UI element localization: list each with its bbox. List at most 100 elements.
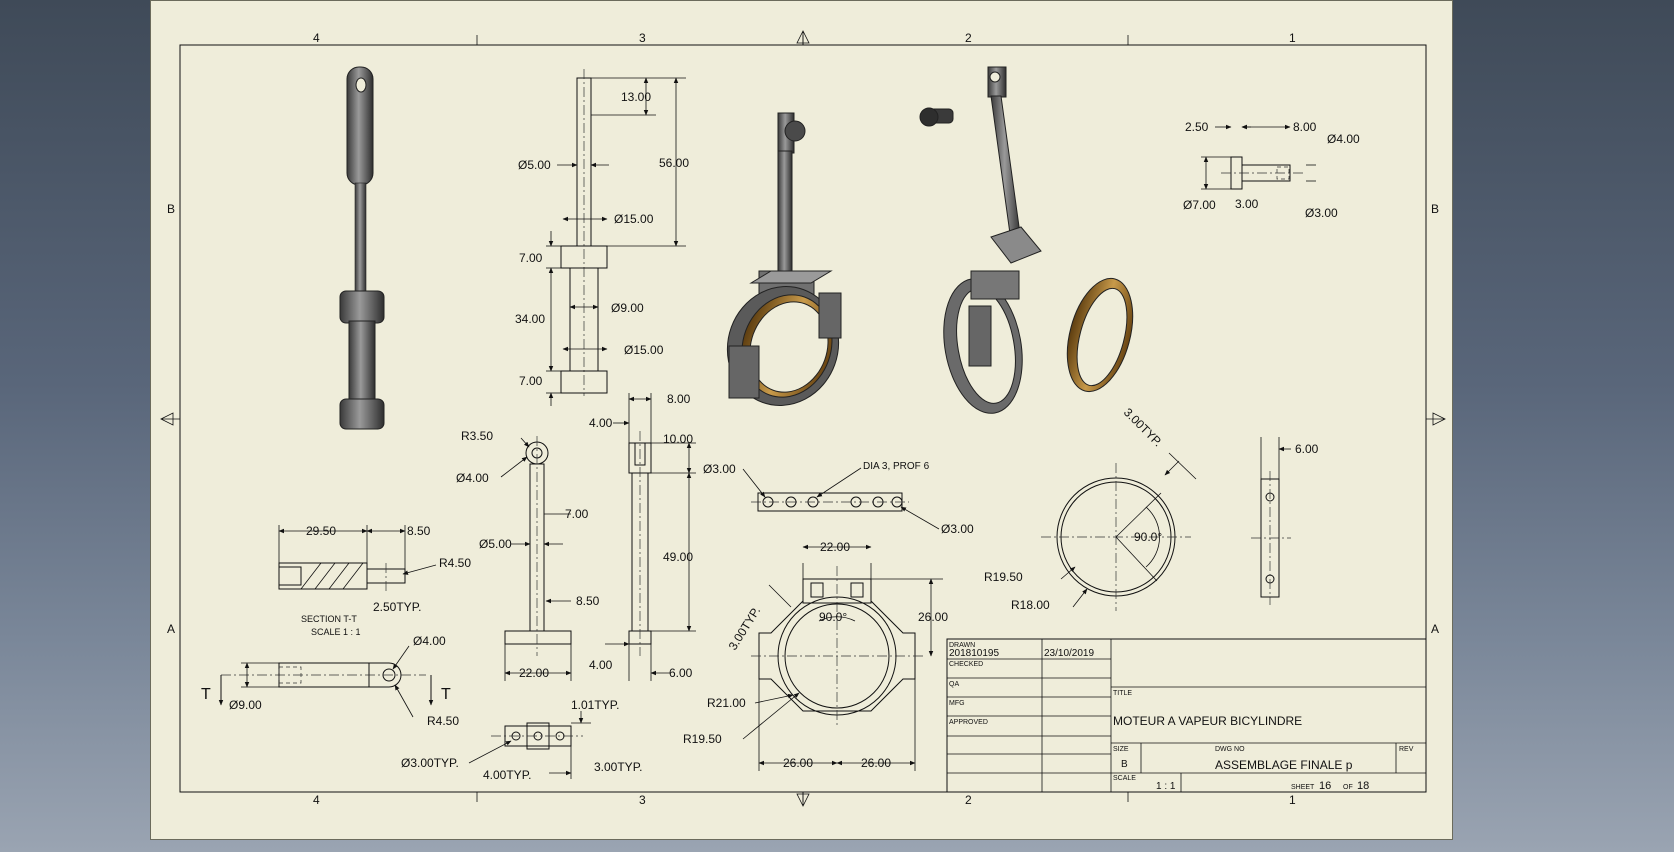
- section-tt-view: 29.50 8.50 R4.50 2.50TYP. SECTION T-T SC…: [278, 524, 471, 637]
- dim-fork-1000: 10.00: [663, 432, 693, 446]
- big-ring-view: 22.00 3.00TYP. 90.0° 26.00 R21.00 R19.50…: [683, 540, 948, 771]
- cut-label-left: T: [201, 686, 211, 703]
- dim-arm-850: 8.50: [576, 594, 600, 608]
- dim-strip-d3b: Ø3.00: [941, 522, 974, 536]
- tb-drawn-label: DRAWN: [949, 642, 975, 649]
- dim-bot-d400: Ø4.00: [413, 634, 446, 648]
- dim-big-r1950: R19.50: [683, 732, 722, 746]
- drawing-sheet: 4 3 2 1 4 3 2 1 B A B A: [150, 0, 1453, 840]
- dim-sec-2950: 29.50: [306, 524, 336, 538]
- zone-bot-2: 2: [965, 793, 972, 807]
- exploded-assembly-3d: [919, 66, 1134, 414]
- dim-sec-250typ: 2.50TYP.: [373, 600, 421, 614]
- dim-arm-r350: R3.50: [461, 429, 493, 443]
- strip-view: Ø3.00 DIA 3, PROF 6 Ø3.00: [703, 461, 974, 536]
- dim-ring-300typ: 3.00TYP.: [1121, 405, 1165, 449]
- technical-drawing: 4 3 2 1 4 3 2 1 B A B A: [160, 30, 1446, 807]
- dim-ring-r1950: R19.50: [984, 570, 1023, 584]
- centering-marks: [160, 30, 1446, 807]
- part-with-section-cut: T T Ø4.00 Ø9.00 R4.50: [201, 634, 459, 728]
- zone-top-3: 3: [639, 31, 646, 45]
- dim-arm-700: 7.00: [565, 507, 589, 521]
- dim-rs-600: 6.00: [1295, 442, 1319, 456]
- dim-rod-56: 56.00: [659, 156, 689, 170]
- tb-rev-label: REV: [1399, 746, 1414, 753]
- dim-big-2200: 22.00: [820, 540, 850, 554]
- dim-strip-dia: DIA 3, PROF 6: [863, 461, 930, 472]
- dim-rod-d9: Ø9.00: [611, 301, 644, 315]
- fork-view: 4.00 8.00 10.00 49.00 4.00 6.00: [589, 392, 696, 681]
- zone-labels: 4 3 2 1 4 3 2 1 B A B A: [167, 31, 1439, 807]
- dim-big-2600v: 26.00: [918, 610, 948, 624]
- dim-sec-r450: R4.50: [439, 556, 471, 570]
- tb-of-word: OF: [1343, 784, 1353, 791]
- dim-pin-300: 3.00: [1235, 197, 1259, 211]
- dim-big-2600a: 26.00: [783, 756, 813, 770]
- zone-top-2: 2: [965, 31, 972, 45]
- dim-fork-800: 8.00: [667, 392, 691, 406]
- dim-big-90: 90.0°: [819, 610, 847, 624]
- tb-drawn-date: 23/10/2019: [1044, 648, 1094, 659]
- tb-title: MOTEUR A VAPEUR BICYLINDRE: [1113, 714, 1302, 728]
- title-block: DRAWN 201810195 23/10/2019 CHECKED QA MF…: [946, 638, 1427, 793]
- dim-blk-d300: Ø3.00TYP.: [401, 756, 459, 770]
- tb-sheet-word: SHEET: [1291, 784, 1315, 791]
- tb-drawn-by: 201810195: [949, 648, 999, 659]
- zone-left-a: A: [167, 622, 175, 636]
- zone-bot-4: 4: [313, 793, 320, 807]
- zone-bot-3: 3: [639, 793, 646, 807]
- dim-blk-101: 1.01TYP.: [571, 698, 619, 712]
- dim-blk-300: 3.00TYP.: [594, 760, 642, 774]
- dim-strip-d3a: Ø3.00: [703, 462, 736, 476]
- tb-dwg-label: DWG NO: [1215, 746, 1245, 753]
- dim-rod-d15a: Ø15.00: [614, 212, 654, 226]
- tb-dwg-no: ASSEMBLAGE FINALE p: [1215, 758, 1353, 772]
- dim-fork-400b: 4.00: [589, 658, 613, 672]
- rod-orthographic-view: 13.00 56.00 Ø5.00 Ø15.00 7.00 34.00 Ø9.0…: [515, 69, 689, 406]
- tb-mfg-label: MFG: [949, 700, 965, 707]
- tb-sheet-no: 16: [1319, 780, 1331, 792]
- dim-rod-d15b: Ø15.00: [624, 343, 664, 357]
- zone-bot-1: 1: [1289, 793, 1296, 807]
- tb-title-label: TITLE: [1113, 690, 1132, 697]
- dim-big-2600b: 26.00: [861, 756, 891, 770]
- dim-pin-d7: Ø7.00: [1183, 198, 1216, 212]
- dim-pin-d3: Ø3.00: [1305, 206, 1338, 220]
- small-block-view: 1.01TYP. Ø3.00TYP. 4.00TYP. 3.00TYP.: [401, 698, 642, 782]
- dim-ring-r1800: R18.00: [1011, 598, 1050, 612]
- section-title: SECTION T-T: [301, 614, 357, 624]
- arm-view: R3.50 Ø4.00 7.00 Ø5.00 8.50 22.00: [456, 429, 600, 681]
- dim-sec-850: 8.50: [407, 524, 431, 538]
- dim-bot-r450: R4.50: [427, 714, 459, 728]
- dim-fork-400a: 4.00: [589, 416, 613, 430]
- zone-ticks: [476, 35, 1129, 802]
- dim-big-r2100: R21.00: [707, 696, 746, 710]
- zone-right-a: A: [1431, 622, 1439, 636]
- dim-bot-d900: Ø9.00: [229, 698, 262, 712]
- dim-big-300typ: 3.00TYP.: [726, 604, 764, 653]
- zone-top-1: 1: [1289, 31, 1296, 45]
- zone-top-4: 4: [313, 31, 320, 45]
- dim-fork-4900: 49.00: [663, 550, 693, 564]
- tb-size: B: [1121, 759, 1128, 770]
- zone-left-b: B: [167, 202, 175, 216]
- dim-rod-d5: Ø5.00: [518, 158, 551, 172]
- tb-sheet-total: 18: [1357, 780, 1369, 792]
- dim-blk-400: 4.00TYP.: [483, 768, 531, 782]
- bushing-ring-view: 3.00TYP. 90.0° R19.50 R18.00: [984, 405, 1197, 612]
- dim-pin-800: 8.00: [1293, 120, 1317, 134]
- dim-fork-600: 6.00: [669, 666, 693, 680]
- dim-rod-34: 34.00: [515, 312, 545, 326]
- section-scale: SCALE 1 : 1: [311, 627, 361, 637]
- ring-side-view: 6.00: [1251, 437, 1319, 605]
- zone-right-b: B: [1431, 202, 1439, 216]
- tb-scale-label: SCALE: [1113, 775, 1136, 782]
- cut-label-right: T: [441, 686, 451, 703]
- dim-rod-13: 13.00: [621, 90, 651, 104]
- tb-qa-label: QA: [949, 681, 959, 688]
- dim-arm-d500: Ø5.00: [479, 537, 512, 551]
- tb-checked-label: CHECKED: [949, 661, 983, 668]
- tb-scale: 1 : 1: [1156, 781, 1176, 792]
- tb-size-label: SIZE: [1113, 746, 1129, 753]
- dim-arm-2200: 22.00: [519, 666, 549, 680]
